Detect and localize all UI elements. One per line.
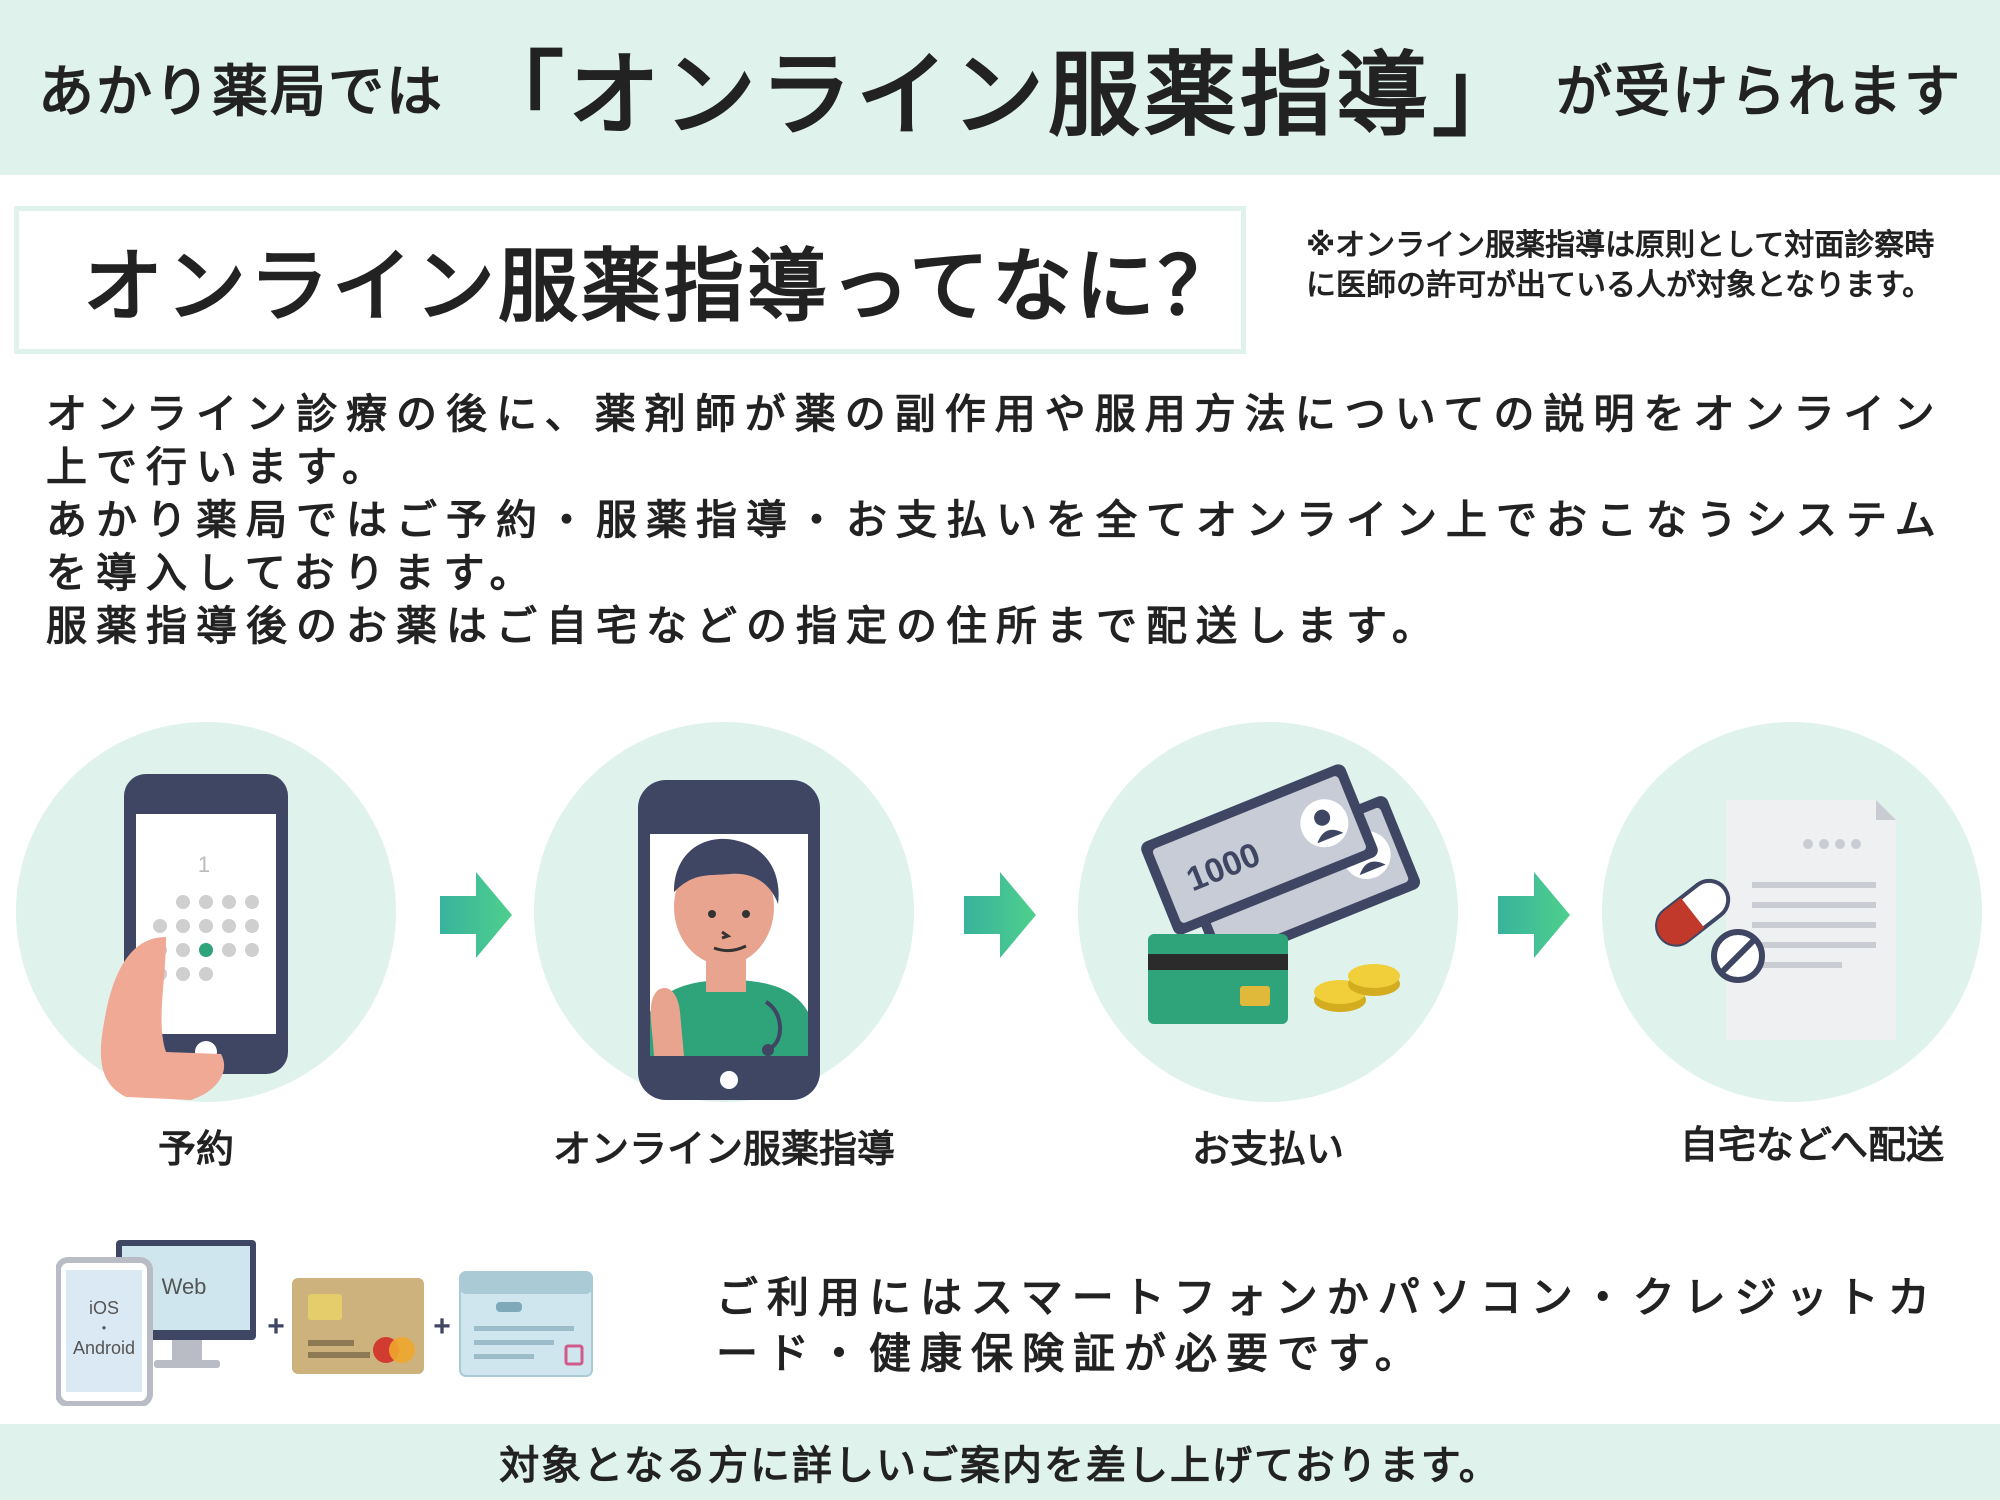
- header-post-text: が受けられます: [1556, 60, 1962, 125]
- step-reservation: 1: [16, 722, 396, 1102]
- ios-label: iOS: [89, 1298, 119, 1318]
- header-main-text: 「オンライン服薬指導」: [471, 42, 1528, 149]
- step-label-online-guidance: オンライン服薬指導: [552, 1127, 895, 1171]
- footer-text: 対象となる方に詳しいご案内を差し上げております。: [499, 1443, 1501, 1489]
- section-title: オンライン服薬指導ってなに？: [83, 240, 1241, 333]
- section-title-box: オンライン服薬指導ってなに？: [14, 206, 1246, 354]
- web-label: Web: [162, 1274, 207, 1299]
- prescription-delivery-icon: [1655, 800, 1896, 1040]
- step-online-guidance: [534, 722, 914, 1102]
- plus-sign: +: [267, 1310, 285, 1343]
- android-label: Android: [73, 1338, 135, 1358]
- payment-icon: 1000: [1141, 764, 1421, 1024]
- footer-banner: 対象となる方に詳しいご案内を差し上げております。: [0, 1424, 2000, 1500]
- arrow-right-icon: [440, 872, 512, 958]
- plus-sign: +: [433, 1310, 451, 1343]
- arrow-right-icon: [1498, 872, 1570, 958]
- eligibility-note: ※オンライン服薬指導は原則として対面診察時に医師の許可が出ている人が対象となりま…: [1306, 228, 1935, 303]
- intro-text: オンライン診療の後に、薬剤師が薬の副作用や服用方法についての説明をオンライン上で…: [46, 388, 1966, 653]
- step-label-delivery: 自宅などへ配送: [1679, 1123, 1945, 1167]
- video-call-pharmacist-icon: [638, 780, 820, 1100]
- intro-line: あかり薬局ではご予約・服薬指導・お支払いを全てオンライン上でおこなうシステムを導…: [46, 496, 1945, 597]
- step-label-reservation: 予約: [157, 1127, 234, 1171]
- intro-line: オンライン診療の後に、薬剤師が薬の副作用や服用方法についての説明をオンライン上で…: [46, 390, 1944, 491]
- requirements-text: ご利用にはスマートフォンかパソコン・クレジットカード・健康保険証が必要です。: [716, 1273, 1939, 1378]
- calendar-phone-icon: 1: [100, 774, 288, 1100]
- step-delivery: [1602, 722, 1982, 1102]
- requirements-illustration: Web iOS ・ Android + +: [56, 1240, 593, 1406]
- arrow-right-icon: [964, 872, 1036, 958]
- step-payment: 1000: [1078, 722, 1458, 1102]
- os-separator: ・: [96, 1321, 112, 1338]
- intro-line: 服薬指導後のお薬はご自宅などの指定の住所まで配送します。: [46, 602, 1442, 650]
- header-pre-text: あかり薬局では: [37, 60, 444, 125]
- header-banner: あかり薬局では 「オンライン服薬指導」 が受けられます: [0, 0, 2000, 175]
- step-label-payment: お支払い: [1191, 1127, 1344, 1171]
- calendar-day-number: 1: [198, 852, 210, 877]
